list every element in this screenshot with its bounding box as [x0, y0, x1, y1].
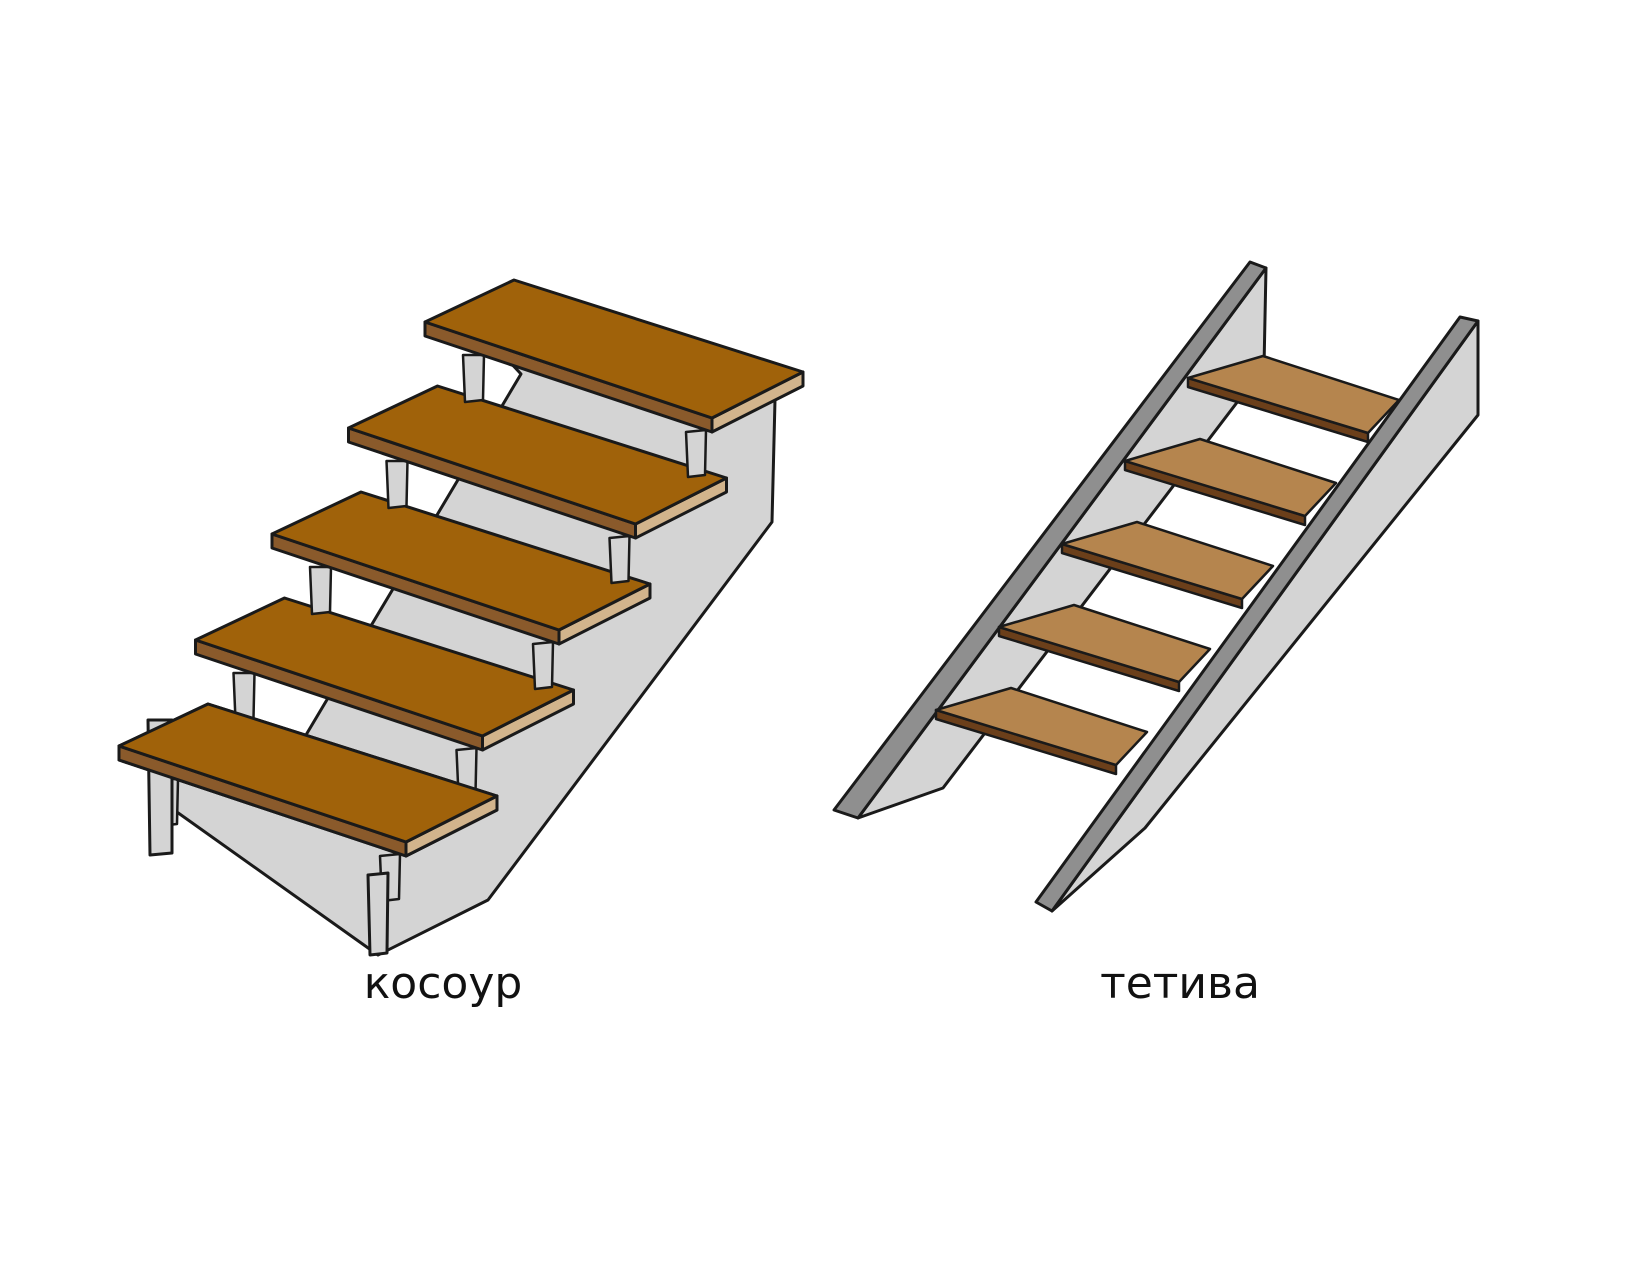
kosour-post-left — [308, 565, 333, 616]
kosour-bottom-post-right — [366, 871, 390, 957]
kosour-post-right — [684, 428, 708, 479]
tetiva-tread — [997, 603, 1212, 684]
kosour-label: косоур — [363, 958, 523, 1009]
tetiva-tread — [934, 686, 1149, 767]
tetiva-stair — [832, 260, 1480, 913]
kosour-tread — [117, 702, 499, 844]
tetiva-tread — [1060, 520, 1275, 601]
tetiva-label: тетива — [1100, 958, 1260, 1009]
kosour-tread — [194, 596, 575, 738]
kosour-post-right — [531, 640, 555, 691]
kosour-tread — [423, 278, 805, 420]
tetiva-left-stringer-edge — [832, 260, 1268, 820]
kosour-tread — [270, 490, 652, 632]
tetiva-tread — [1123, 437, 1338, 518]
kosour-post-left — [461, 353, 486, 404]
kosour-post-left — [385, 459, 409, 510]
kosour-post-right — [608, 534, 631, 585]
kosour-stair — [117, 278, 805, 957]
tetiva-right-stringer-edge — [1034, 315, 1480, 913]
kosour-tread — [347, 384, 728, 526]
